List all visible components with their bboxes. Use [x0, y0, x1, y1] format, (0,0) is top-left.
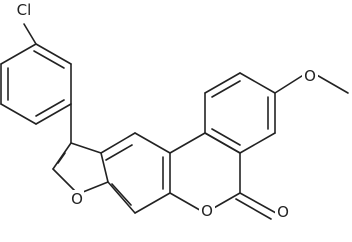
atom-label-o-furan: O [68, 190, 84, 208]
central-benzene-ring [100, 132, 171, 214]
carbonyl-bond-b [235, 198, 272, 220]
atom-o-methoxy-text: O [304, 67, 316, 85]
atom-o-carbonyl-text: O [277, 203, 289, 221]
furan-ring [52, 142, 109, 195]
atom-o-lactone-text: O [201, 202, 213, 220]
aryl-o-methoxy-bond [274, 73, 306, 94]
atom-label-cl: Cl [13, 1, 35, 19]
carbonyl-bond-a [239, 192, 277, 214]
atom-label-o-carbonyl: O [275, 203, 291, 221]
atom-cl-text: Cl [17, 1, 32, 19]
atom-label-o-methoxy: O [302, 67, 318, 85]
c-cl-bond [23, 23, 37, 45]
chlorophenyl-ring [0, 43, 72, 125]
lactone-ring [169, 132, 241, 214]
atom-o-furan-text: O [71, 190, 83, 208]
o-methyl-bond [314, 73, 349, 94]
methoxyphenyl-ring [204, 72, 276, 154]
atom-label-o-lactone: O [199, 202, 215, 220]
